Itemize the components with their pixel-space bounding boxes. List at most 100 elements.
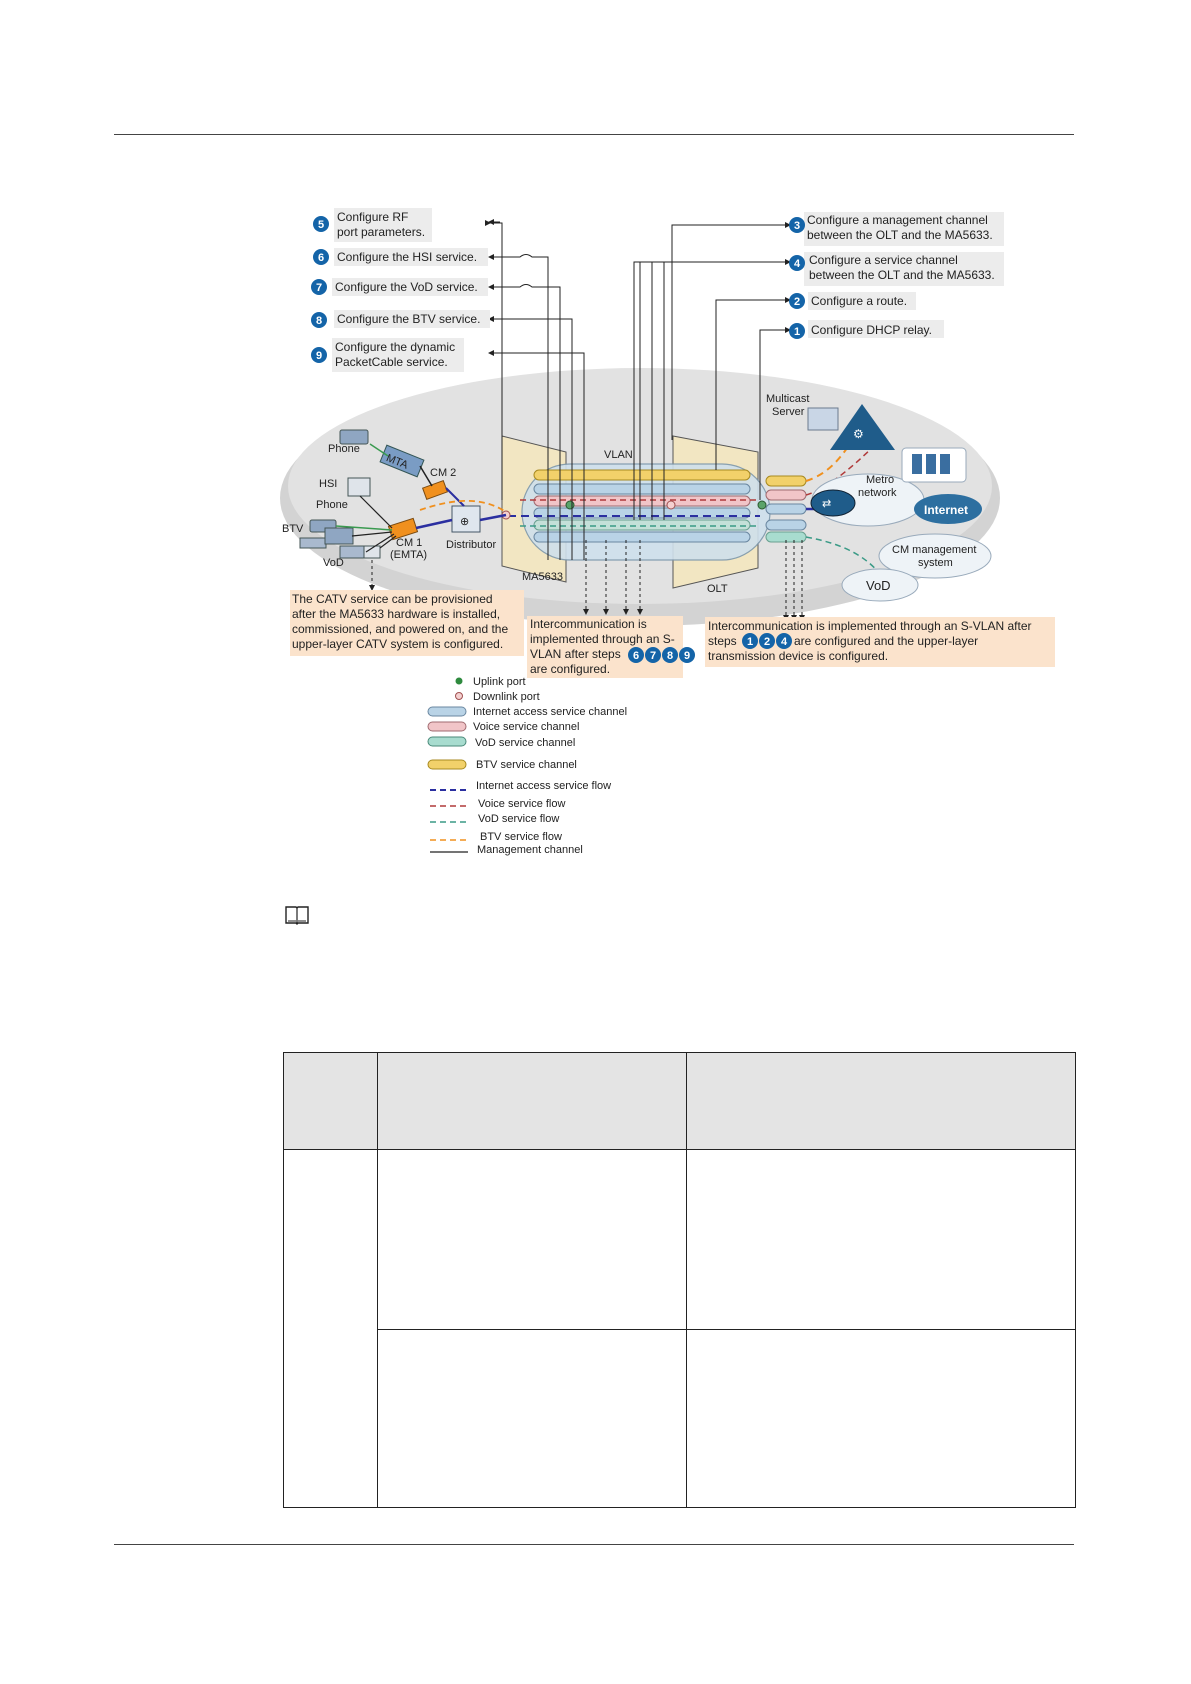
step-7-label: 7 Configure the VoD service. bbox=[311, 278, 488, 296]
label-olt: OLT bbox=[707, 583, 728, 595]
uplink-port-dot bbox=[455, 677, 463, 685]
phone-top-icon bbox=[339, 429, 369, 445]
svg-text:Configure the VoD service.: Configure the VoD service. bbox=[335, 280, 478, 294]
svg-text:Internet access service flow: Internet access service flow bbox=[476, 780, 611, 792]
svg-text:8: 8 bbox=[316, 315, 322, 327]
label-vod: VoD bbox=[866, 578, 891, 593]
svg-text:4: 4 bbox=[781, 636, 788, 648]
step-1-label: 1 Configure DHCP relay. bbox=[789, 320, 944, 339]
table-header-cell bbox=[283, 1052, 378, 1150]
step-3-label: 3 Configure a management channel between… bbox=[789, 212, 1004, 246]
hsi-pc-icon bbox=[347, 477, 371, 497]
table-cell bbox=[377, 1149, 687, 1330]
label-network: network bbox=[858, 487, 897, 499]
svg-text:Configure the HSI service.: Configure the HSI service. bbox=[337, 250, 477, 264]
label-metro: Metro bbox=[866, 474, 894, 486]
svg-text:port parameters.: port parameters. bbox=[337, 225, 425, 239]
table-row bbox=[284, 1329, 1076, 1508]
table-cell bbox=[686, 1329, 1076, 1508]
svg-text:upper-layer CATV system is con: upper-layer CATV system is configured. bbox=[292, 637, 503, 651]
voice-tube bbox=[533, 495, 751, 507]
cm1-box bbox=[387, 517, 419, 541]
voice-channel-tube bbox=[427, 721, 467, 732]
svg-text:7: 7 bbox=[316, 282, 322, 294]
table-row bbox=[283, 1149, 1076, 1508]
table-cell bbox=[377, 1329, 687, 1508]
svg-text:Intercommunication is implemen: Intercommunication is implemented throug… bbox=[708, 619, 1032, 633]
info-table bbox=[283, 1052, 1076, 1508]
svg-text:⚙: ⚙ bbox=[853, 427, 864, 441]
vod-cloud bbox=[841, 568, 919, 602]
label-btv: BTV bbox=[282, 523, 304, 535]
svg-text:Configure a service channel: Configure a service channel bbox=[809, 253, 958, 267]
step-3-badge bbox=[789, 217, 805, 233]
label-cm2: CM 2 bbox=[430, 467, 456, 479]
step-7-badge bbox=[311, 279, 327, 295]
svg-text:Intercommunication is: Intercommunication is bbox=[530, 617, 647, 631]
btv-stb-icon bbox=[299, 537, 327, 549]
step-8-label: 8 Configure the BTV service. bbox=[311, 310, 490, 328]
svg-text:2: 2 bbox=[794, 296, 800, 308]
label-cm1: CM 1 bbox=[396, 537, 422, 549]
internet-tube-1 bbox=[533, 483, 751, 495]
svg-text:Management channel: Management channel bbox=[477, 844, 583, 856]
svg-text:Configure DHCP relay.: Configure DHCP relay. bbox=[811, 323, 932, 337]
downlink-port-dot bbox=[455, 692, 463, 700]
svg-text:are configured.: are configured. bbox=[530, 662, 610, 676]
svg-text:are configured and the upper-l: are configured and the upper-layer bbox=[794, 634, 978, 648]
label-distributor: Distributor bbox=[446, 539, 496, 551]
svg-text:Configure the dynamic: Configure the dynamic bbox=[335, 340, 455, 354]
svg-text:BTV service channel: BTV service channel bbox=[476, 759, 577, 771]
svg-text:6: 6 bbox=[633, 650, 639, 662]
label-internet: Internet bbox=[924, 503, 968, 517]
svg-text:between the OLT and the MA5633: between the OLT and the MA5633. bbox=[809, 268, 995, 282]
internet-cloud bbox=[914, 494, 982, 524]
label-vod-user: VoD bbox=[323, 557, 344, 569]
svg-text:VLAN after steps: VLAN after steps bbox=[530, 647, 621, 661]
svg-text:after the MA5633 hardware is i: after the MA5633 hardware is installed, bbox=[292, 607, 500, 621]
table-cell bbox=[686, 1149, 1076, 1330]
step-2-badge bbox=[789, 293, 805, 309]
svg-text:4: 4 bbox=[794, 258, 801, 270]
intercommunication-callout-2: Intercommunication is implemented throug… bbox=[705, 617, 1055, 667]
step-2-label: 2 Configure a route. bbox=[789, 292, 916, 310]
svg-text:Configure a route.: Configure a route. bbox=[811, 294, 907, 308]
step-4-badge bbox=[789, 255, 805, 271]
multicast-server-icon bbox=[807, 407, 839, 431]
downlink-port bbox=[666, 500, 676, 510]
label-ma5633: MA5633 bbox=[522, 571, 563, 583]
svg-text:VoD service channel: VoD service channel bbox=[475, 737, 575, 749]
network-diagram: ⇄ ⚙ ⊕ Phone MTA CM 2 HSI Phone BTV CM 1 … bbox=[280, 208, 1055, 856]
legend: Uplink port Downlink port Internet acces… bbox=[427, 676, 627, 856]
svg-text:commissioned, and powered on,: commissioned, and powered on, and the bbox=[292, 622, 508, 636]
label-hsi: HSI bbox=[319, 478, 337, 490]
step-1-badge bbox=[789, 323, 805, 339]
svg-text:Uplink port: Uplink port bbox=[473, 676, 526, 688]
svg-text:Configure a management channel: Configure a management channel bbox=[807, 213, 988, 227]
step-6-badge bbox=[313, 249, 329, 265]
catv-callout: The CATV service can be provisioned afte… bbox=[290, 590, 524, 656]
internet-tube-3 bbox=[533, 531, 751, 543]
book-icon bbox=[285, 906, 309, 925]
intercommunication-callout-1: Intercommunication is implemented throug… bbox=[527, 616, 695, 678]
svg-text:3: 3 bbox=[794, 220, 800, 232]
step-5-badge bbox=[313, 216, 329, 232]
label-emta: (EMTA) bbox=[390, 549, 427, 561]
cm-mgmt-cloud bbox=[878, 533, 992, 579]
vod-tube bbox=[533, 519, 751, 531]
step-9-label: 9 Configure the dynamic PacketCable serv… bbox=[311, 338, 464, 372]
svg-text:Internet access service channe: Internet access service channel bbox=[473, 706, 627, 718]
label-phone: Phone bbox=[316, 499, 348, 511]
svg-text:⊕: ⊕ bbox=[460, 516, 469, 528]
svg-text:The CATV service can be provis: The CATV service can be provisioned bbox=[292, 592, 493, 606]
step-6-label: 6 Configure the HSI service. bbox=[313, 248, 488, 266]
svg-text:Configure the BTV service.: Configure the BTV service. bbox=[337, 312, 480, 326]
svg-text:9: 9 bbox=[684, 650, 690, 662]
svg-text:transmission device is configu: transmission device is configured. bbox=[708, 649, 888, 663]
internet-channel-tube bbox=[427, 706, 467, 717]
vod-pc-icon bbox=[339, 545, 367, 559]
table-cell bbox=[283, 1149, 378, 1508]
svg-text:6: 6 bbox=[318, 252, 324, 264]
svg-text:5: 5 bbox=[318, 219, 324, 231]
uplink-port bbox=[565, 500, 575, 510]
